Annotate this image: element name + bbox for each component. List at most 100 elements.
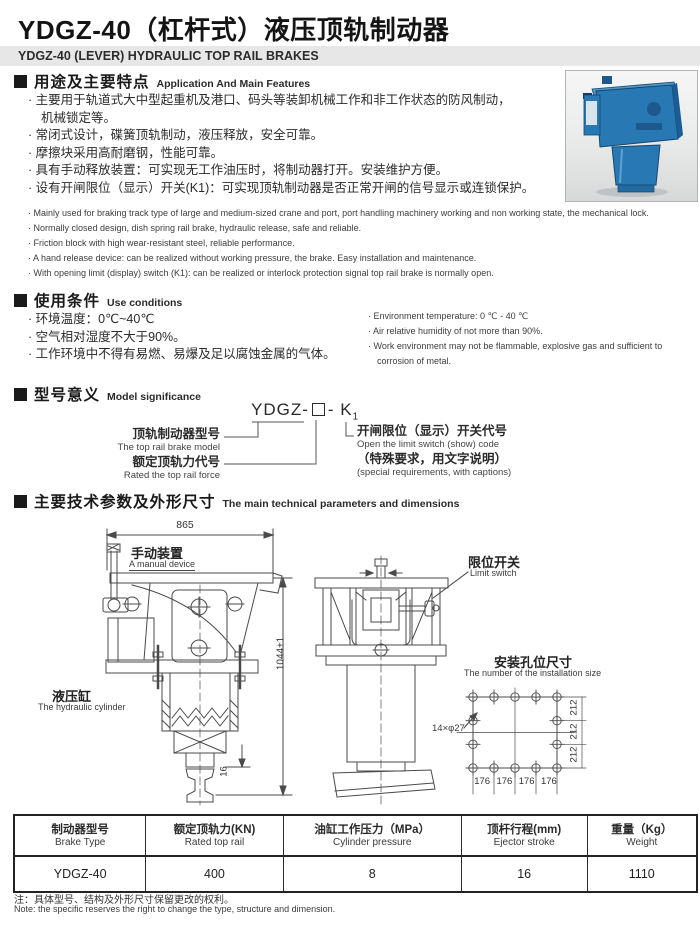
cell-weight: 1110 — [586, 855, 698, 893]
model-code-prefix: YDGZ- — [251, 400, 309, 419]
table-header-row: 制动器型号 Brake Type 额定顶轨力(KN) Rated top rai… — [13, 814, 698, 857]
list-item: 空气相对湿度不大于90%。 — [28, 329, 358, 347]
model-code: YDGZ-- K1 — [251, 400, 359, 422]
mounting-holes — [465, 689, 565, 776]
section-marker-icon — [14, 387, 27, 401]
limit-switch-label-en: Limit switch — [470, 568, 517, 578]
header-zh: 额定顶轨力(KN) — [173, 823, 256, 836]
conditions-heading-zh: 使用条件 — [34, 293, 101, 310]
subtitle-bar: YDGZ-40 (LEVER) HYDRAULIC TOP RAIL BRAKE… — [0, 46, 700, 66]
model-left-zh1: 顶轨制动器型号 — [132, 427, 220, 441]
header-en: Brake Type — [54, 836, 106, 848]
model-code-box — [311, 403, 325, 416]
list-item: Air relative humidity of not more than 9… — [368, 324, 696, 339]
holes-title-en: The number of the installation size — [464, 668, 602, 678]
cell-rated-force: 400 — [145, 855, 284, 893]
dim-width-label: 865 — [176, 519, 194, 531]
model-left-labels: 顶轨制动器型号 The top rail brake model 额定顶轨力代号… — [10, 427, 220, 483]
cell-ejector-stroke: 16 — [460, 855, 588, 893]
section-marker-icon — [14, 494, 27, 508]
model-left-en1: The top rail brake model — [117, 442, 220, 453]
limit-switch-label-zh: 限位开关 — [468, 555, 521, 570]
model-right-en1: Open the limit switch (show) code — [357, 439, 500, 450]
features-heading-en: Application And Main Features — [156, 78, 311, 90]
header-en: Ejector stroke — [493, 836, 555, 848]
section-marker-icon — [14, 74, 27, 88]
list-item: Normally closed design, dish spring rail… — [28, 221, 694, 236]
features-list-zh: 主要用于轨道式大中型起重机及港口、码头等装卸机械工作和非工作状态的防风制动， 机… — [28, 92, 556, 197]
list-item: 环境温度：0℃~40℃ — [28, 311, 358, 329]
dim-176-row: 176 176 176 176 — [471, 776, 560, 787]
spec-table: 制动器型号 Brake Type 额定顶轨力(KN) Rated top rai… — [13, 814, 698, 893]
col-header-weight: 重量（Kg） Weight — [586, 814, 698, 857]
header-en: Rated top rail — [184, 836, 245, 848]
list-item: 常闭式设计，碟簧顶轨制动，液压释放，安全可靠。 — [28, 127, 556, 145]
list-item: Mainly used for braking track type of la… — [28, 206, 694, 221]
hydraulic-cylinder-label-zh: 液压缸 — [52, 689, 92, 704]
brake-device-illustration — [583, 76, 683, 197]
holes-count-label: 14×φ27 — [432, 723, 465, 734]
header-zh: 顶杆行程(mm) — [487, 823, 562, 836]
model-right-zh1: 开闸限位（显示）开关代号 — [357, 424, 508, 438]
technical-drawings — [102, 528, 587, 806]
list-item: A hand release device: can be realized w… — [28, 251, 694, 266]
list-item: 机械锁定等。 — [41, 110, 117, 125]
model-right-en2: (special requirements, with captions) — [357, 467, 512, 478]
list-item: 设有开闸限位（显示）开关(K1)：可实现顶轨制动器是否正常开闸的信号显示或连锁保… — [28, 180, 556, 198]
device-cylinder — [611, 144, 661, 193]
col-header-brake-type: 制动器型号 Brake Type — [13, 814, 147, 857]
manual-device-label-en: A manual device — [129, 559, 196, 571]
features-list-en: Mainly used for braking track type of la… — [28, 206, 694, 281]
header-zh: 重量（Kg） — [611, 823, 673, 836]
list-item: Friction block with high wear-resistant … — [28, 236, 694, 251]
list-item: 具有手动释放装置：可实现无工作油压时，将制动器打开。安装维护方便。 — [28, 162, 556, 180]
model-left-en2: Rated the top rail force — [123, 470, 220, 481]
model-code-dash: - — [327, 400, 341, 419]
manual-device-label-zh: 手动装置 — [131, 546, 184, 561]
conditions-heading-en: Use conditions — [107, 297, 183, 309]
dim-height-label: 1044±1 — [275, 636, 287, 671]
dim-stroke-label: 16 — [218, 766, 230, 777]
product-photo — [565, 70, 698, 202]
tech-heading-zh: 主要技术参数及外形尺寸 — [34, 494, 216, 511]
section-header-features: 用途及主要特点 Application And Main Features — [14, 70, 310, 92]
model-heading-zh: 型号意义 — [34, 387, 101, 404]
section-marker-icon — [14, 293, 27, 307]
model-left-zh2: 额定顶轨力代号 — [132, 455, 220, 469]
list-item: 主要用于轨道式大中型起重机及港口、码头等装卸机械工作和非工作状态的防风制动， — [28, 92, 556, 110]
dim-label: 176 — [474, 776, 491, 787]
dim-label: 212 — [568, 723, 580, 740]
header-zh: 制动器型号 — [51, 823, 109, 836]
device-housing — [583, 76, 683, 148]
model-heading-en: Model significance — [107, 391, 201, 403]
section-header-model: 型号意义 Model significance — [14, 383, 201, 405]
col-header-rated-force: 额定顶轨力(KN) Rated top rail — [145, 814, 284, 857]
dim-label: 212 — [568, 699, 580, 716]
model-code-sub: 1 — [352, 411, 360, 423]
hydraulic-cylinder-label-en: The hydraulic cylinder — [38, 702, 126, 712]
col-header-cylinder-pressure: 油缸工作压力（MPa） Cylinder pressure — [282, 814, 462, 857]
dim-label: 176 — [540, 776, 557, 787]
header-en: Weight — [626, 836, 658, 848]
page-title: YDGZ-40（杠杆式）液压顶轨制动器 — [18, 15, 450, 45]
model-right-labels: 开闸限位（显示）开关代号 Open the limit switch (show… — [357, 424, 511, 480]
section-header-tech: 主要技术参数及外形尺寸 The main technical parameter… — [14, 490, 459, 512]
front-view-drawing — [314, 555, 469, 806]
header-zh: 油缸工作压力（MPa） — [314, 823, 431, 836]
model-code-k: K — [340, 400, 353, 419]
dim-label: 176 — [518, 776, 535, 787]
list-item: 摩擦块采用高耐磨钢，性能可靠。 — [28, 145, 556, 163]
features-heading-zh: 用途及主要特点 — [34, 74, 150, 91]
col-header-ejector-stroke: 顶杆行程(mm) Ejector stroke — [460, 814, 588, 857]
cell-cylinder-pressure: 8 — [282, 855, 462, 893]
holes-title-zh: 安装孔位尺寸 — [494, 655, 573, 670]
list-item: Work environment may not be flammable, e… — [368, 339, 696, 369]
page-subtitle: YDGZ-40 (LEVER) HYDRAULIC TOP RAIL BRAKE… — [18, 49, 319, 63]
list-item: Environment temperature: 0 ℃ - 40 ℃ — [368, 309, 696, 324]
list-item: 工作环境中不得有易燃、易爆及足以腐蚀金属的气体。 — [28, 346, 358, 364]
dim-label: 176 — [496, 776, 513, 787]
conditions-list-en: Environment temperature: 0 ℃ - 40 ℃ Air … — [368, 309, 696, 369]
section-header-conditions: 使用条件 Use conditions — [14, 289, 182, 311]
cell-brake-type: YDGZ-40 — [13, 855, 147, 893]
